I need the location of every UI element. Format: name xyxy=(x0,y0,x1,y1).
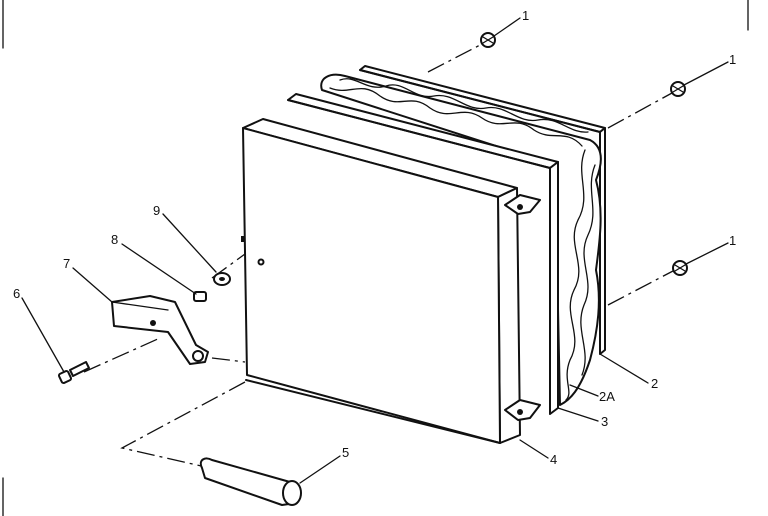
callout-9: 9 xyxy=(153,203,160,218)
callout-4: 4 xyxy=(550,452,557,467)
callout-8: 8 xyxy=(111,232,118,247)
callout-1-right-lower: 1 xyxy=(729,233,736,248)
front-box xyxy=(241,118,521,444)
centerline-nut-right-lower xyxy=(607,270,674,306)
bottom-mounting-bracket xyxy=(504,399,541,421)
centerline-arm xyxy=(211,357,246,363)
callout-3: 3 xyxy=(601,414,608,429)
nut-right-upper xyxy=(670,81,686,97)
nut-top xyxy=(480,32,496,48)
callout-1-right-upper: 1 xyxy=(729,52,736,67)
insulation-blanket xyxy=(320,73,602,406)
callout-7: 7 xyxy=(63,256,70,271)
centerline-bolt xyxy=(83,337,161,373)
callout-2a: 2A xyxy=(599,389,615,404)
lever-arm xyxy=(111,295,209,365)
handle xyxy=(199,457,302,506)
centerline-handle xyxy=(120,381,246,469)
leader-lines xyxy=(21,17,729,484)
rear-plate xyxy=(359,65,606,355)
bolt xyxy=(58,361,90,384)
spacer xyxy=(193,291,207,302)
washer xyxy=(213,272,231,286)
callout-5: 5 xyxy=(342,445,349,460)
centerline-nut-top xyxy=(427,43,483,73)
callout-2: 2 xyxy=(651,376,658,391)
callout-6: 6 xyxy=(13,286,20,301)
centerline-nut-right-upper xyxy=(607,92,673,129)
callout-1-top: 1 xyxy=(522,8,529,23)
screw-hole xyxy=(257,258,265,266)
nut-right-lower xyxy=(672,260,688,276)
top-mounting-bracket xyxy=(504,194,541,215)
